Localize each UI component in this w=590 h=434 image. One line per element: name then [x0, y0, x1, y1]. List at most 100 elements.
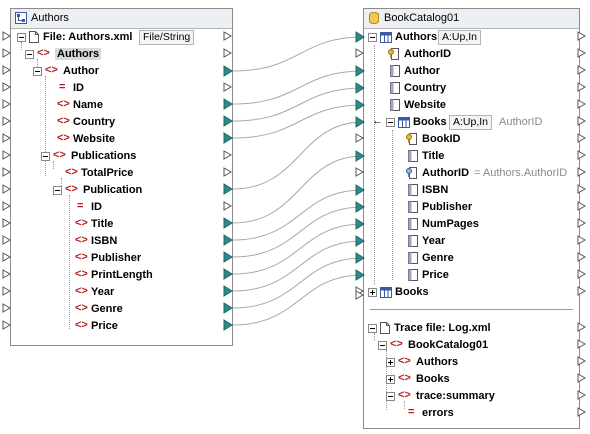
source-node-author[interactable]: <> Author: [11, 63, 234, 80]
tree-line: [374, 333, 375, 341]
map-line-publication: [232, 121, 364, 190]
source-node-name[interactable]: <> Name: [11, 97, 234, 114]
target-field-bookid[interactable]: BookID: [364, 131, 581, 148]
target-field-author[interactable]: Author: [364, 63, 581, 80]
source-title-bar[interactable]: Authors: [11, 9, 232, 29]
source-node-id[interactable]: = ID: [11, 80, 234, 97]
source-pub-id-label: ID: [91, 201, 102, 213]
target-field-numpages[interactable]: NumPages: [364, 216, 581, 233]
source-file-row[interactable]: File: Authors.xml File/String: [11, 29, 234, 46]
target-component[interactable]: BookCatalog01 Authors A:Up,In AuthorID A…: [363, 8, 580, 429]
collapse-toggle[interactable]: [17, 33, 26, 42]
source-id-label: ID: [73, 82, 84, 94]
file-string-button[interactable]: File/String: [139, 30, 195, 45]
database-icon: [369, 12, 379, 24]
trace-authors-node[interactable]: <> Authors: [364, 354, 581, 371]
trace-summary-node[interactable]: <> trace:summary: [364, 388, 581, 405]
map-line-website: [232, 104, 364, 139]
source-node-website[interactable]: <> Website: [11, 131, 234, 148]
source-node-publication[interactable]: <> Publication: [11, 182, 234, 199]
element-icon: <>: [65, 166, 78, 178]
target-country-label: Country: [404, 82, 447, 94]
source-node-isbn[interactable]: <> ISBN: [11, 233, 234, 250]
target-field-country[interactable]: Country: [364, 80, 581, 97]
relation-arrow-icon: ←: [372, 115, 383, 127]
map-line-name: [232, 70, 364, 105]
source-component[interactable]: Authors File: Authors.xml File/String <>…: [10, 8, 233, 346]
divider: [370, 309, 573, 310]
element-icon: <>: [75, 217, 88, 229]
expand-toggle[interactable]: [386, 375, 395, 384]
source-author-label: Author: [63, 65, 100, 77]
source-node-authors[interactable]: <> Authors: [11, 46, 234, 63]
source-node-country[interactable]: <> Country: [11, 114, 234, 131]
source-node-genre[interactable]: <> Genre: [11, 301, 234, 318]
source-year-label: Year: [91, 286, 115, 298]
trace-root-node[interactable]: <> BookCatalog01: [364, 337, 581, 354]
target-field-isbn[interactable]: ISBN: [364, 182, 581, 199]
trace-file-row[interactable]: Trace file: Log.xml: [364, 320, 581, 337]
target-field-authorid[interactable]: AuthorID: [364, 46, 581, 63]
source-isbn-label: ISBN: [91, 235, 118, 247]
target-field-title[interactable]: Title: [364, 148, 581, 165]
target-title-bar[interactable]: BookCatalog01: [364, 9, 579, 29]
collapse-toggle[interactable]: [386, 118, 395, 127]
xml-schema-icon: [15, 12, 27, 24]
trace-errors-node[interactable]: = errors: [364, 405, 581, 422]
source-node-year[interactable]: <> Year: [11, 284, 234, 301]
source-node-printlength[interactable]: <> PrintLength: [11, 267, 234, 284]
field-icon: [408, 218, 418, 230]
target-field-website[interactable]: Website: [364, 97, 581, 114]
element-icon: <>: [75, 251, 88, 263]
target-field-price[interactable]: Price: [364, 267, 581, 284]
action-button-books[interactable]: A:Up,In: [449, 115, 493, 130]
table-icon: [380, 287, 392, 298]
target-field-book-authorid[interactable]: AuthorID = Authors.AuthorID: [364, 165, 581, 182]
trace-root-label: BookCatalog01: [408, 339, 489, 351]
target-field-year[interactable]: Year: [364, 233, 581, 250]
collapse-toggle[interactable]: [386, 392, 395, 401]
collapse-toggle[interactable]: [53, 186, 62, 195]
element-icon: <>: [75, 285, 88, 297]
target-books-table[interactable]: ← Books A:Up,In AuthorID: [364, 114, 581, 131]
tree-line: [404, 401, 405, 409]
tree-line: [61, 178, 62, 186]
action-button-authors[interactable]: A:Up,In: [438, 30, 482, 45]
map-line-price: [232, 274, 364, 326]
expand-toggle[interactable]: [368, 288, 377, 297]
target-field-publisher[interactable]: Publisher: [364, 199, 581, 216]
element-icon: <>: [398, 389, 411, 401]
expand-toggle[interactable]: [386, 358, 395, 367]
element-icon: <>: [57, 98, 70, 110]
collapse-toggle[interactable]: [368, 33, 377, 42]
source-publications-label: Publications: [71, 150, 137, 162]
collapse-toggle[interactable]: [368, 324, 377, 333]
element-icon: <>: [398, 372, 411, 384]
source-node-price[interactable]: <> Price: [11, 318, 234, 335]
source-node-pub-id[interactable]: = ID: [11, 199, 234, 216]
source-node-publisher[interactable]: <> Publisher: [11, 250, 234, 267]
collapse-toggle[interactable]: [33, 67, 42, 76]
source-node-title[interactable]: <> Title: [11, 216, 234, 233]
target-books-root[interactable]: Books: [364, 284, 581, 301]
target-authors-label: Authors: [395, 31, 438, 43]
source-printlength-label: PrintLength: [91, 269, 153, 281]
source-country-label: Country: [73, 116, 116, 128]
map-line-printlength: [232, 223, 364, 275]
field-icon: [390, 99, 400, 111]
map-line-publisher: [232, 206, 364, 258]
target-books-label: Books: [413, 116, 447, 128]
source-authors-label: Authors: [55, 48, 102, 60]
trace-books-node[interactable]: <> Books: [364, 371, 581, 388]
collapse-toggle[interactable]: [378, 341, 387, 350]
field-icon: [408, 150, 418, 162]
collapse-toggle[interactable]: [25, 50, 34, 59]
source-node-totalprice[interactable]: <> TotalPrice: [11, 165, 234, 182]
collapse-toggle[interactable]: [41, 152, 50, 161]
target-isbn-label: ISBN: [422, 184, 449, 196]
source-node-publications[interactable]: <> Publications: [11, 148, 234, 165]
target-bookid-label: BookID: [422, 133, 461, 145]
element-icon: <>: [390, 338, 403, 350]
target-authors-table[interactable]: Authors A:Up,In: [364, 29, 581, 46]
target-field-genre[interactable]: Genre: [364, 250, 581, 267]
